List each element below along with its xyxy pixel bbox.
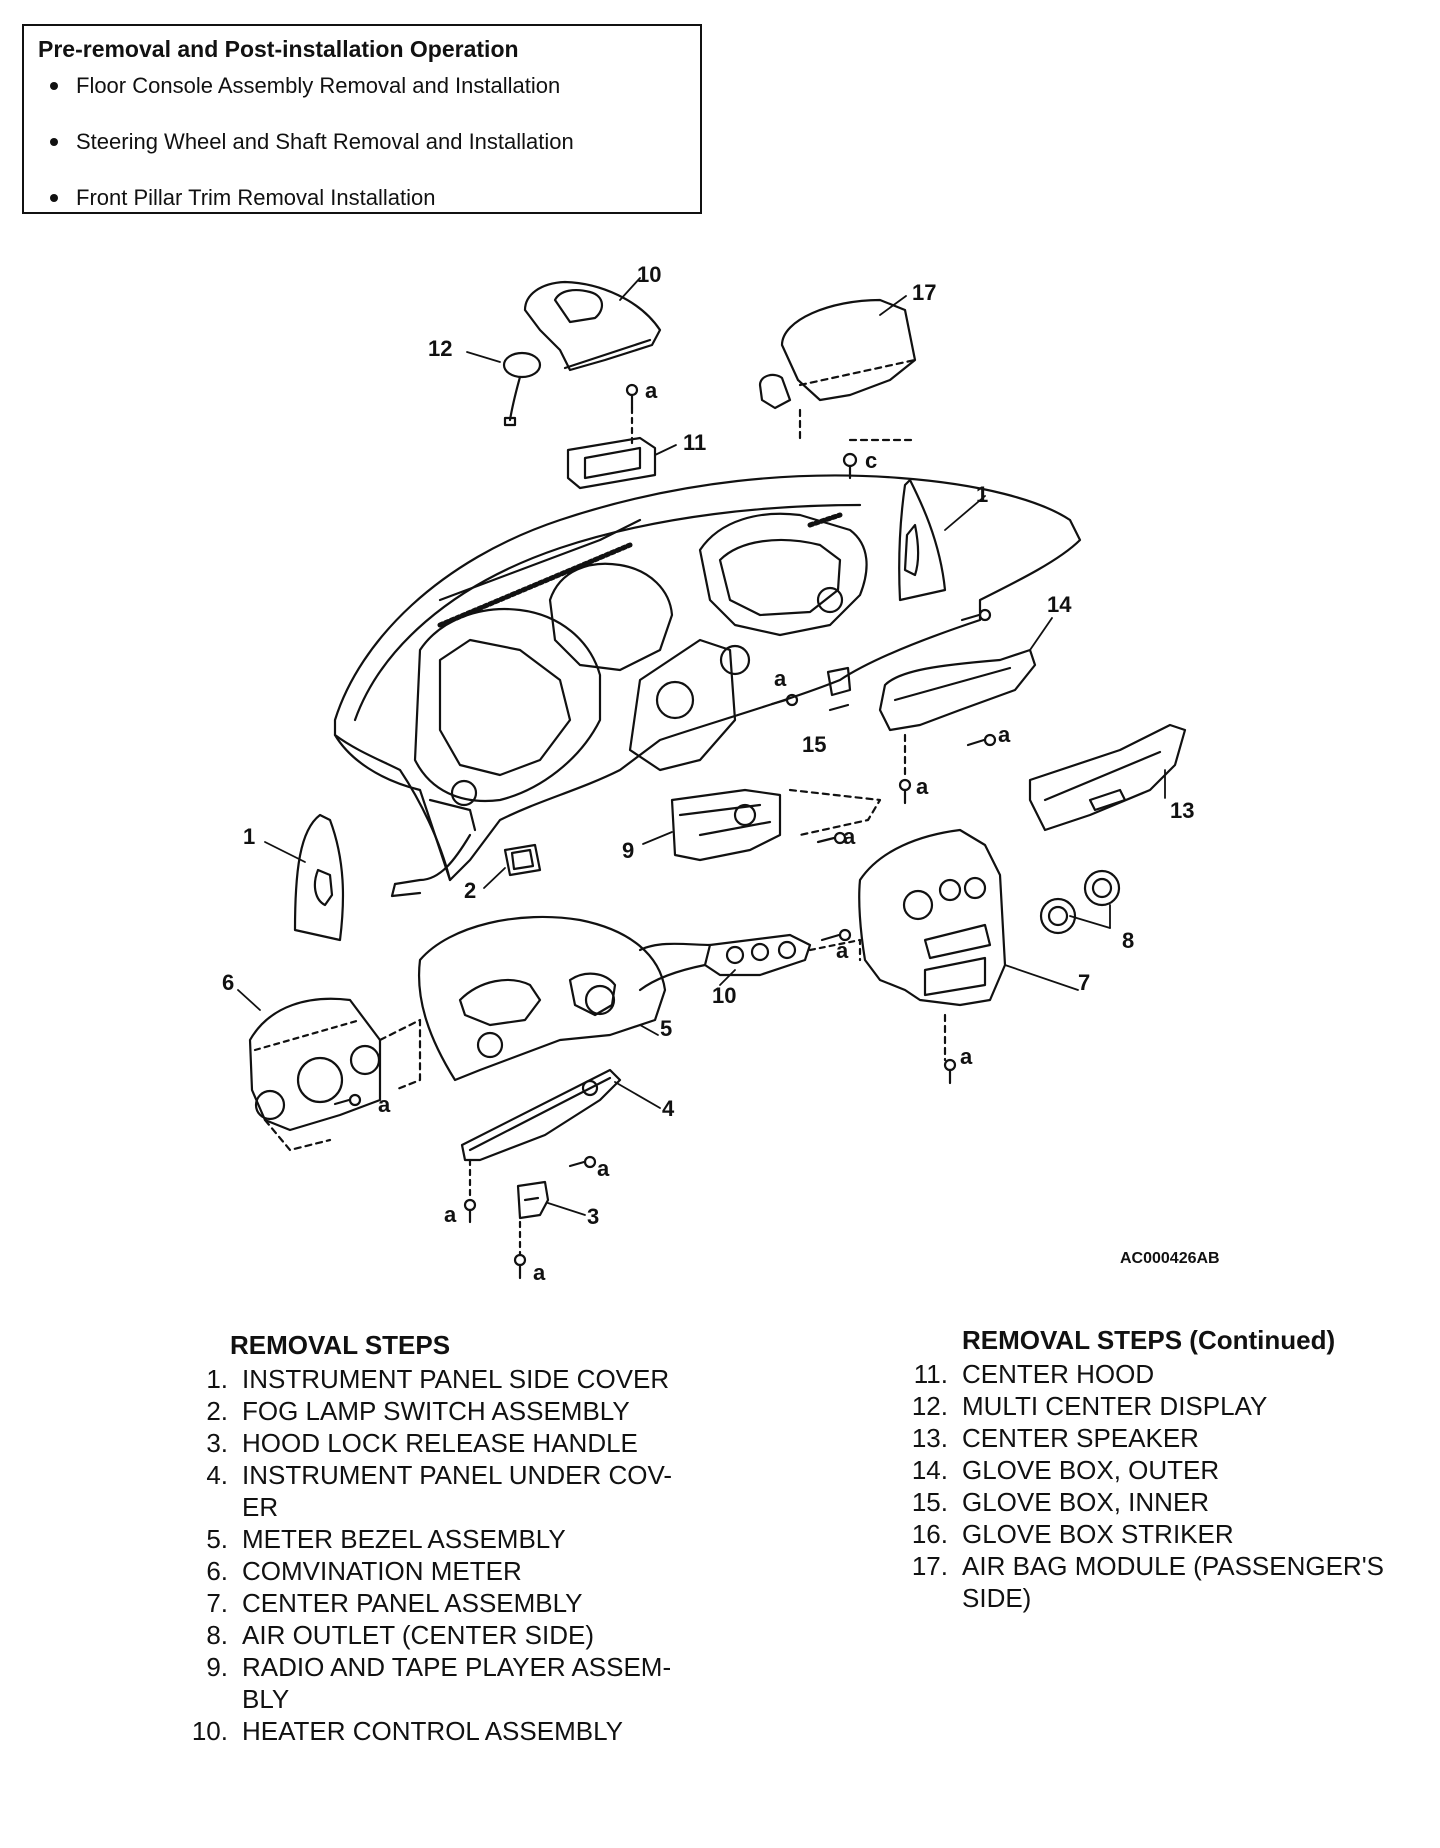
callout-14: 13 bbox=[1170, 798, 1195, 823]
bullet-icon bbox=[50, 194, 58, 202]
step-row: 16.GLOVE BOX STRIKER bbox=[911, 1519, 1234, 1549]
part-16-glove-box-striker bbox=[826, 666, 852, 712]
step-row: 4.INSTRUMENT PANEL UNDER COV- bbox=[206, 1460, 673, 1490]
pre-removal-item: Front Pillar Trim Removal Installation bbox=[38, 185, 686, 211]
part-7-center-panel bbox=[858, 828, 1007, 1062]
bullet-icon bbox=[50, 82, 58, 90]
step-row: 5.METER BEZEL ASSEMBLY bbox=[206, 1524, 566, 1554]
leader-lines bbox=[237, 277, 1166, 1216]
part-6-combination-meter bbox=[248, 997, 422, 1152]
bolt-label-a: a bbox=[960, 1044, 973, 1069]
step-row: 13.CENTER SPEAKER bbox=[911, 1423, 1199, 1453]
callout-13: 12 bbox=[428, 336, 453, 361]
part-3-hood-lock-handle bbox=[516, 1180, 550, 1220]
part-10-heater-control bbox=[638, 933, 862, 992]
step-row: 12.MULTI CENTER DISPLAY bbox=[911, 1391, 1268, 1421]
callout-1-right: 1 bbox=[976, 482, 989, 507]
step-row-continued: BLY bbox=[242, 1684, 290, 1714]
part-11-center-hood bbox=[523, 280, 662, 372]
part-1-side-cover-left bbox=[293, 813, 345, 942]
callout-7: 7 bbox=[1078, 970, 1091, 995]
step-row: 6.COMVINATION METER bbox=[206, 1556, 522, 1586]
part-5-meter-bezel bbox=[418, 915, 667, 1082]
part-14-glove-box-outer bbox=[1028, 723, 1187, 832]
step-row: 2.FOG LAMP SWITCH ASSEMBLY bbox=[206, 1396, 630, 1426]
part-17-airbag-module bbox=[758, 298, 917, 442]
pre-removal-item: Steering Wheel and Shaft Removal and Ins… bbox=[38, 129, 686, 155]
callout-2: 2 bbox=[464, 878, 477, 903]
step-row: 9.RADIO AND TAPE PLAYER ASSEM- bbox=[206, 1652, 672, 1682]
bullet-icon bbox=[50, 138, 58, 146]
part-2-fog-lamp-switch bbox=[503, 843, 542, 877]
removal-steps-right: REMOVAL STEPS (Continued) 11.CENTER HOOD… bbox=[902, 1325, 1422, 1614]
removal-steps-continued-heading: REMOVAL STEPS (Continued) bbox=[962, 1325, 1336, 1355]
step-row: 3.HOOD LOCK RELEASE HANDLE bbox=[206, 1428, 638, 1458]
callout-5: 5 bbox=[660, 1016, 673, 1041]
callout-16: 15 bbox=[802, 732, 827, 757]
instrument-panel-part bbox=[333, 474, 1082, 898]
part-4-under-cover bbox=[460, 1068, 622, 1162]
part-12-multi-center-display bbox=[566, 436, 657, 490]
bolt-label-a: a bbox=[774, 666, 787, 691]
callout-6: 6 bbox=[222, 970, 235, 995]
bolt-label-a: a bbox=[998, 722, 1011, 747]
removal-steps-heading: REMOVAL STEPS bbox=[230, 1330, 451, 1360]
part-1-side-cover-right bbox=[898, 478, 947, 602]
callout-9: 9 bbox=[622, 838, 635, 863]
bolt-fasteners bbox=[333, 383, 997, 1280]
callout-15: 14 bbox=[1047, 592, 1072, 617]
part-13-center-speaker bbox=[502, 351, 542, 427]
step-row-continued: SIDE) bbox=[962, 1583, 1032, 1613]
step-row: 15.GLOVE BOX, INNER bbox=[911, 1487, 1210, 1517]
bolt-label-a: a bbox=[597, 1156, 610, 1181]
callout-3: 3 bbox=[587, 1204, 600, 1229]
callout-10: 10 bbox=[712, 983, 737, 1008]
bolt-label-a: a bbox=[533, 1260, 546, 1285]
step-row-continued: ER bbox=[242, 1492, 279, 1522]
callout-11: 10 bbox=[637, 262, 662, 287]
callout-8: 8 bbox=[1122, 928, 1135, 953]
step-row: 7.CENTER PANEL ASSEMBLY bbox=[206, 1588, 583, 1618]
callout-12: 11 bbox=[683, 430, 707, 455]
bolt-label-a: a bbox=[916, 774, 929, 799]
bolt-label-a: a bbox=[645, 378, 658, 403]
bolt-label-a: a bbox=[843, 824, 856, 849]
step-row: 14.GLOVE BOX, OUTER bbox=[911, 1455, 1220, 1485]
callout-4: 4 bbox=[662, 1096, 675, 1121]
part-8-air-outlets bbox=[1039, 869, 1121, 935]
bolt-label-a: a bbox=[836, 938, 849, 963]
bolt-label-c: c bbox=[865, 448, 878, 473]
step-row: 8.AIR OUTLET (CENTER SIDE) bbox=[206, 1620, 595, 1650]
removal-steps-left: REMOVAL STEPS 1.INSTRUMENT PANEL SIDE CO… bbox=[182, 1330, 702, 1747]
step-row: 10.HEATER CONTROL ASSEMBLY bbox=[191, 1716, 623, 1746]
step-row: 11.CENTER HOOD bbox=[913, 1359, 1155, 1389]
callout-17: 17 bbox=[912, 280, 937, 305]
pre-removal-title: Pre-removal and Post-installation Operat… bbox=[38, 36, 519, 62]
part-15-glove-box-inner bbox=[878, 648, 1037, 777]
pre-removal-list: Floor Console Assembly Removal and Insta… bbox=[38, 73, 686, 211]
exploded-view-diagram bbox=[237, 277, 1187, 1280]
bolt-label-a: a bbox=[378, 1092, 391, 1117]
part-9-radio bbox=[670, 788, 882, 862]
figure-code: AC000426AB bbox=[1120, 1250, 1220, 1267]
pre-removal-item: Floor Console Assembly Removal and Insta… bbox=[38, 73, 686, 99]
step-row: 1.INSTRUMENT PANEL SIDE COVER bbox=[206, 1364, 670, 1394]
step-row: 17.AIR BAG MODULE (PASSENGER'S bbox=[911, 1551, 1385, 1581]
callout-1-left: 1 bbox=[243, 824, 256, 849]
bolt-label-a: a bbox=[444, 1202, 457, 1227]
pre-removal-box: Pre-removal and Post-installation Operat… bbox=[22, 24, 702, 214]
